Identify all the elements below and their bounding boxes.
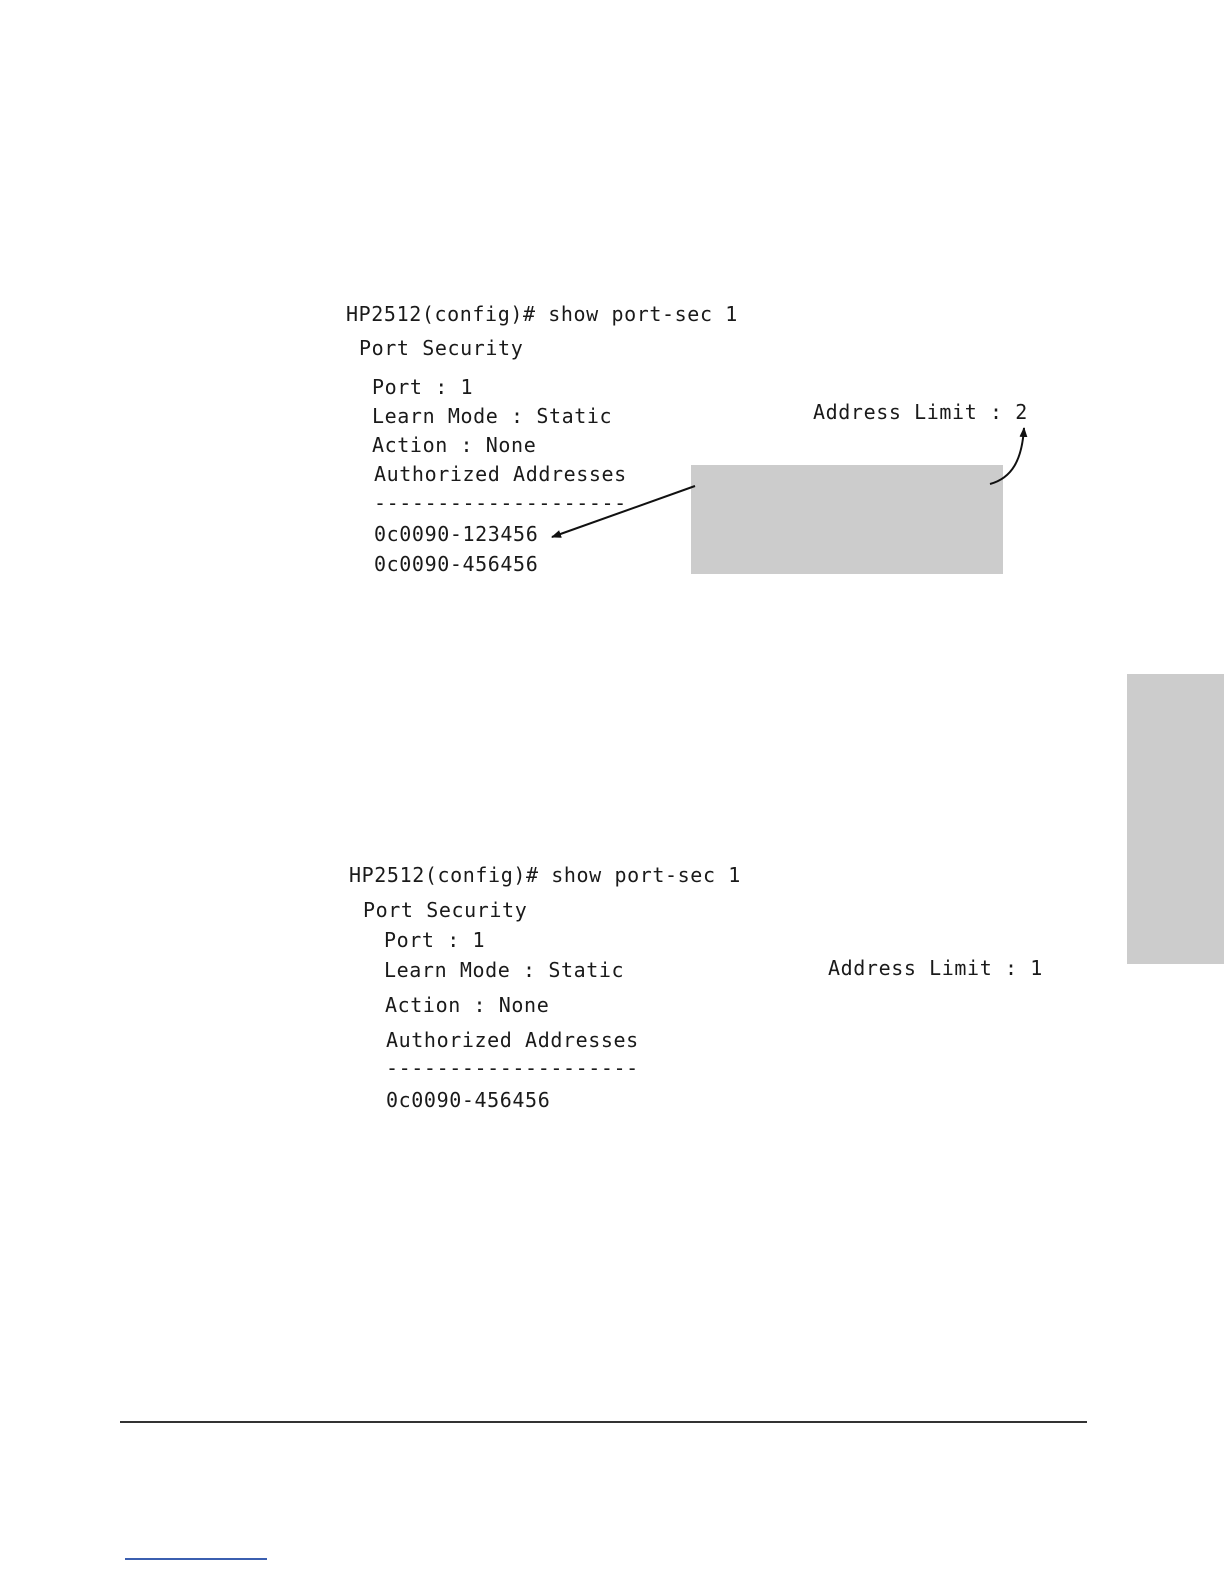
footer-rule [120, 1421, 1087, 1423]
learn-mode-line: Learn Mode : Static [384, 958, 625, 982]
learn-mode-line: Learn Mode : Static [372, 404, 613, 428]
address-item: 0c0090-456456 [386, 1088, 551, 1112]
chapter-side-tab [1127, 674, 1224, 964]
action-line: Action : None [372, 433, 537, 457]
authorized-addresses-header: Authorized Addresses [386, 1028, 639, 1052]
address-item: 0c0090-123456 [374, 522, 539, 546]
address-limit-line: Address Limit : 1 [828, 956, 1043, 980]
port-line: Port : 1 [384, 928, 486, 952]
command-line: HP2512(config)# show port-sec 1 [346, 302, 738, 326]
section-title: Port Security [359, 336, 524, 360]
address-limit-line: Address Limit : 2 [813, 400, 1028, 424]
port-line: Port : 1 [372, 375, 474, 399]
divider-line: -------------------- [386, 1056, 639, 1080]
action-line: Action : None [385, 993, 550, 1017]
callout-box [691, 465, 1003, 574]
command-line: HP2512(config)# show port-sec 1 [349, 863, 741, 887]
divider-line: -------------------- [374, 491, 627, 515]
address-item: 0c0090-456456 [374, 552, 539, 576]
section-title: Port Security [363, 898, 528, 922]
authorized-addresses-header: Authorized Addresses [374, 462, 627, 486]
page-link-underline [125, 1558, 267, 1560]
